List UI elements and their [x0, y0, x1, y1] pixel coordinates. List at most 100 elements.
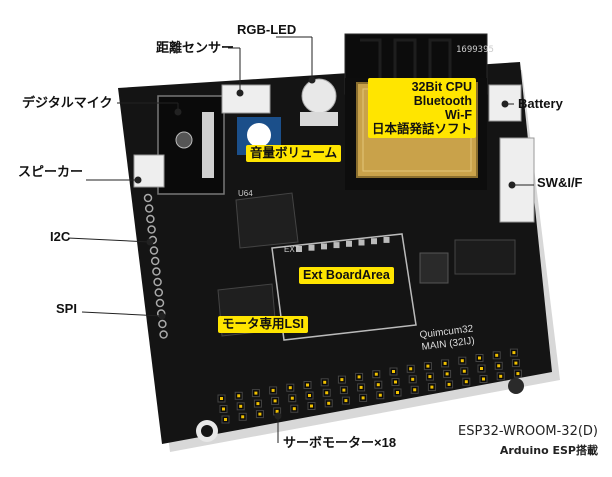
power-parts [454, 239, 516, 275]
servo-pin [308, 394, 311, 397]
mount-hole-inner [201, 425, 213, 437]
side-hole [159, 330, 168, 339]
swif-connector [499, 137, 535, 223]
servo-pin [292, 407, 296, 411]
side-hole [146, 214, 155, 224]
motor-lsi-tag: モータ専用LSI [218, 316, 308, 333]
servo-pin [239, 404, 243, 408]
servo-pin [357, 375, 361, 379]
side-hole [143, 193, 153, 203]
servo-pin [323, 380, 327, 384]
servo-pin [413, 388, 417, 392]
servo-pin [327, 401, 331, 405]
chip-u64 [235, 192, 299, 249]
servo-pin [275, 409, 279, 413]
spi-label: SPI [56, 301, 77, 316]
servo-pin [514, 361, 518, 365]
ext-marking: EXT. [284, 245, 301, 254]
servo-pin [443, 361, 447, 365]
servo-pin [254, 391, 258, 395]
servo-pin [464, 380, 468, 384]
rgb-led-base [300, 112, 338, 126]
servo-pin [447, 382, 451, 386]
volume-tag: 音量ボリューム [246, 145, 342, 162]
arduino-caption: Arduino ESP搭載 [499, 444, 598, 457]
side-hole [144, 204, 154, 213]
servo-pin [342, 388, 346, 392]
mic-header [202, 112, 214, 178]
module-caption: ESP32-WROOM-32(D) [458, 424, 598, 439]
servo-pin [310, 404, 313, 408]
regulator [419, 252, 449, 284]
side-hole [150, 256, 160, 266]
servo-pin [359, 385, 363, 389]
servo-pin [516, 372, 520, 376]
servo-pin [478, 356, 481, 360]
ext-header-pins [296, 236, 390, 252]
ext-board-tag: Ext BoardArea [299, 267, 394, 284]
servo-pin [224, 418, 227, 421]
servo-pin [376, 383, 380, 387]
mic-capsule [175, 131, 193, 149]
servo-motor-label: サーボモーター×18 [283, 435, 397, 450]
servo-pin [340, 378, 344, 382]
distance-sensor-label: 距離センサー [156, 40, 235, 55]
side-hole [153, 277, 162, 287]
side-hole [152, 267, 161, 276]
servo-pin [411, 377, 415, 381]
board-serial: 1699395 [456, 45, 494, 55]
servo-pin [237, 394, 241, 398]
volume-knob [247, 123, 271, 147]
rgb-led [301, 78, 337, 114]
servo-pin [256, 402, 260, 406]
ext-pin [346, 240, 352, 247]
servo-pin [445, 372, 449, 376]
side-hole [147, 225, 156, 234]
servo-pin [392, 370, 395, 373]
servo-pin [497, 364, 501, 368]
battery-label: Battery [518, 96, 563, 111]
side-hole [154, 288, 164, 297]
servo-pin [220, 397, 223, 400]
ext-pin [296, 246, 302, 252]
servo-pin [271, 388, 275, 392]
servo-pin [290, 396, 294, 400]
servo-pin [460, 359, 464, 363]
i2c-label: I2C [50, 229, 71, 244]
ext-pin [371, 238, 377, 245]
ext-pin [383, 236, 390, 243]
servo-pin [361, 396, 365, 400]
sensor-connector [221, 84, 271, 114]
servo-pin [495, 353, 499, 357]
side-hole [158, 319, 167, 329]
servo-pin [378, 393, 382, 397]
mic-board [157, 95, 225, 195]
servo-pin [222, 407, 225, 411]
digital-mic-label: デジタルマイク [22, 95, 113, 110]
speaker-label: スピーカー [18, 164, 84, 179]
servo-pin [499, 374, 503, 378]
servo-headers [217, 348, 522, 424]
servo-pin [480, 367, 483, 370]
servo-pin [273, 399, 277, 403]
ext-pin [358, 239, 365, 246]
servo-pin [325, 391, 329, 395]
ext-pin [308, 244, 315, 251]
side-pin-holes [143, 193, 168, 339]
servo-pin [462, 369, 466, 373]
ext-pin [333, 242, 340, 249]
servo-pin [409, 367, 413, 371]
servo-pin [288, 386, 292, 390]
feature-cpu: 32Bit CPU [411, 80, 473, 94]
servo-pin [426, 364, 430, 368]
ic-marking: U64 [238, 189, 253, 198]
ext-pin [321, 243, 327, 250]
module-features-tag: 32Bit CPU Bluetooth Wi-F 日本語発話ソフト [368, 78, 477, 138]
servo-pin [430, 385, 434, 389]
ext-area-outline [271, 233, 417, 341]
feature-bluetooth: Bluetooth [413, 94, 473, 108]
servo-pin [374, 372, 378, 376]
feature-speech: 日本語発話ソフト [372, 122, 473, 136]
servo-pin [344, 399, 348, 403]
